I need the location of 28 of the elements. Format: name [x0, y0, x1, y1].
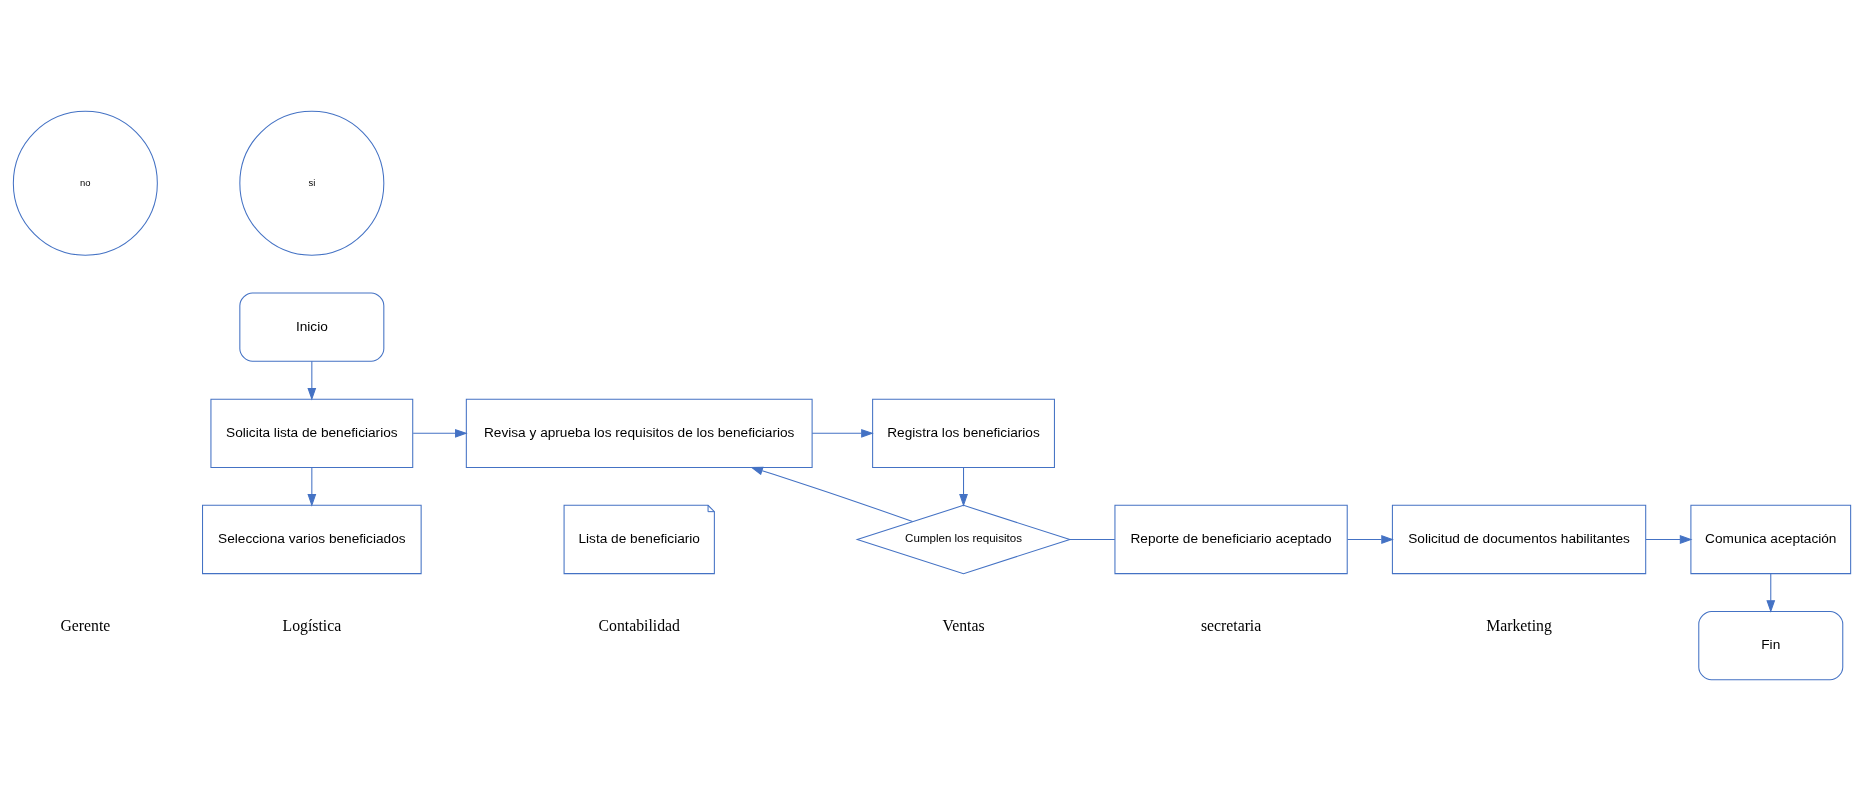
arrow — [307, 466, 317, 507]
arrow — [307, 360, 317, 400]
node-diamond: Cumplen los requisitos — [855, 504, 1072, 574]
node-box: Solicitud de documentos habilitantes — [1391, 504, 1647, 574]
node-box: Selecciona varios beneficiados — [202, 504, 422, 574]
arrow — [1645, 534, 1693, 544]
arrow — [750, 466, 914, 522]
label: Ventas — [942, 616, 985, 634]
arrow — [959, 466, 968, 507]
node-box: Solicita lista de beneficiarios — [210, 398, 414, 468]
label: Marketing — [1486, 616, 1552, 634]
label: secretaria — [1200, 616, 1262, 634]
node-box: Inicio — [239, 292, 385, 362]
arrow — [1347, 534, 1394, 544]
node-circle: si — [239, 110, 385, 256]
node-box: Comunica aceptación — [1690, 504, 1852, 574]
node-box: Registra los beneficiarios — [872, 398, 1055, 468]
node-box: Revisa y aprueba los requisitos de los beneficiarios — [465, 398, 813, 468]
connector — [1069, 538, 1116, 540]
arrow — [811, 428, 874, 438]
arrow — [412, 428, 468, 438]
node-circle: no — [12, 110, 158, 256]
label: Gerente — [60, 616, 111, 634]
node-box: Fin — [1698, 610, 1844, 680]
label: Logística — [282, 616, 342, 634]
label: Contabilidad — [598, 616, 680, 634]
node-box: Reporte de beneficiario aceptado — [1114, 504, 1348, 574]
arrow — [1766, 572, 1776, 613]
